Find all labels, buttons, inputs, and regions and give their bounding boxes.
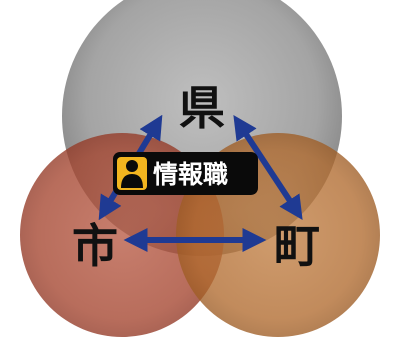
badge-label: 情報職: [153, 160, 228, 189]
town-label: 町: [274, 219, 320, 273]
prefecture-label: 県: [179, 81, 225, 135]
person-icon: [117, 157, 147, 190]
arrow-town-prefecture: [233, 114, 303, 221]
city-label: 市: [72, 219, 118, 273]
info-staff-badge: 情報職: [113, 152, 258, 195]
